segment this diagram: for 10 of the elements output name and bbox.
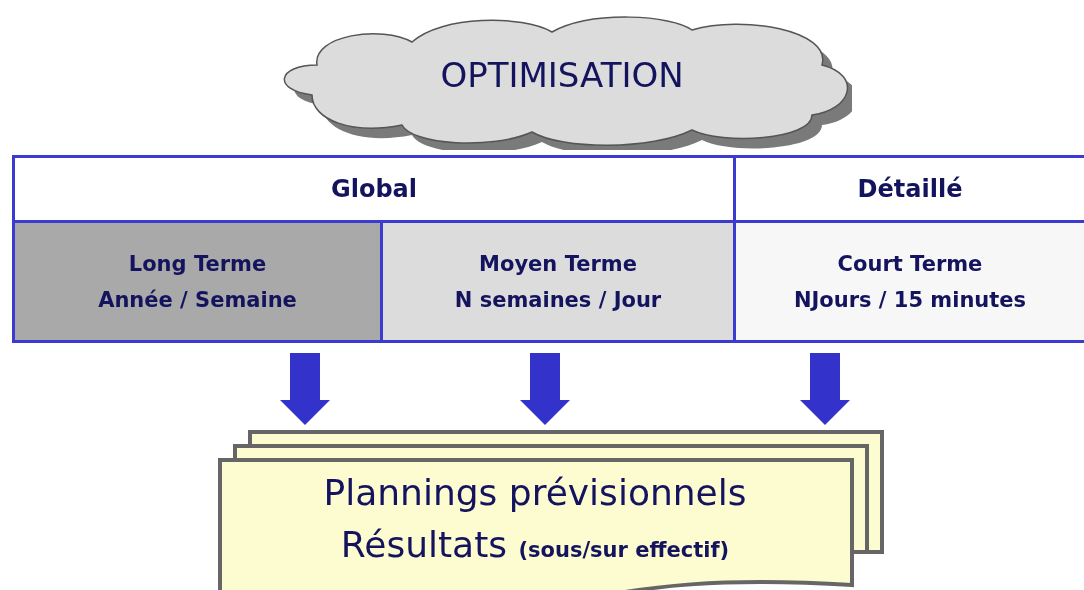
block-arrow [800, 353, 850, 425]
table-cell: Moyen Terme N semaines / Jour [380, 220, 736, 343]
cloud-title: OPTIMISATION [439, 55, 685, 95]
table-cell: Long Terme Année / Semaine [12, 220, 383, 343]
table-cell: Court Terme NJours / 15 minutes [733, 220, 1084, 343]
plannings-text: Plannings prévisionnels [322, 472, 748, 513]
results-text: Résultats (sous/sur effectif) [339, 524, 731, 565]
table-cell: Global [12, 155, 736, 223]
block-arrow [280, 353, 330, 425]
block-arrow [520, 353, 570, 425]
